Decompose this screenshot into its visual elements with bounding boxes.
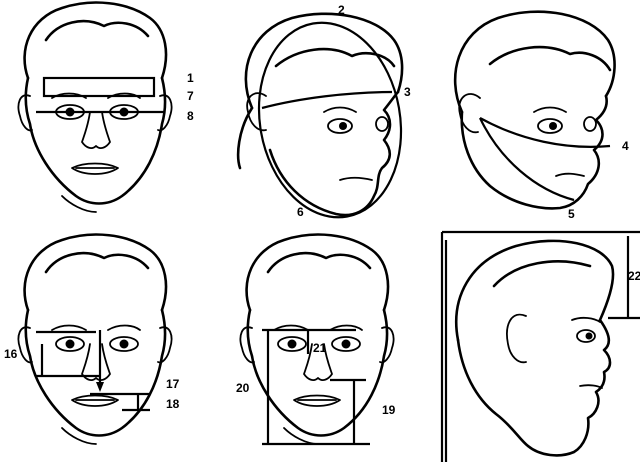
- label-1: 1: [187, 71, 194, 85]
- label-4: 4: [622, 139, 629, 153]
- label-17: 17: [166, 377, 180, 391]
- panel-chin-arcs: 4 5: [455, 12, 629, 221]
- label-3: 3: [404, 85, 411, 99]
- label-5: 5: [568, 207, 575, 221]
- label-19: 19: [382, 403, 396, 417]
- label-7: 7: [187, 89, 194, 103]
- label-20: 20: [236, 381, 250, 395]
- panel-face-lengths: 21 20 19: [236, 235, 396, 444]
- label-16: 16: [4, 347, 18, 361]
- label-18: 18: [166, 397, 180, 411]
- label-22: 22: [628, 269, 640, 283]
- label-21: 21: [313, 341, 327, 355]
- panel-head-width-measures: 1 7 8: [18, 3, 194, 212]
- label-8: 8: [187, 109, 194, 123]
- label-6: 6: [297, 205, 304, 219]
- panel-profile-head-height: 22: [442, 232, 640, 462]
- head-breadth-band: [44, 78, 154, 96]
- panel-face-heights: 16 17 18: [4, 235, 180, 444]
- head-circumference-line: [262, 92, 392, 108]
- label-2: 2: [338, 3, 345, 17]
- panel-head-circumference: 2 3 6: [238, 3, 416, 229]
